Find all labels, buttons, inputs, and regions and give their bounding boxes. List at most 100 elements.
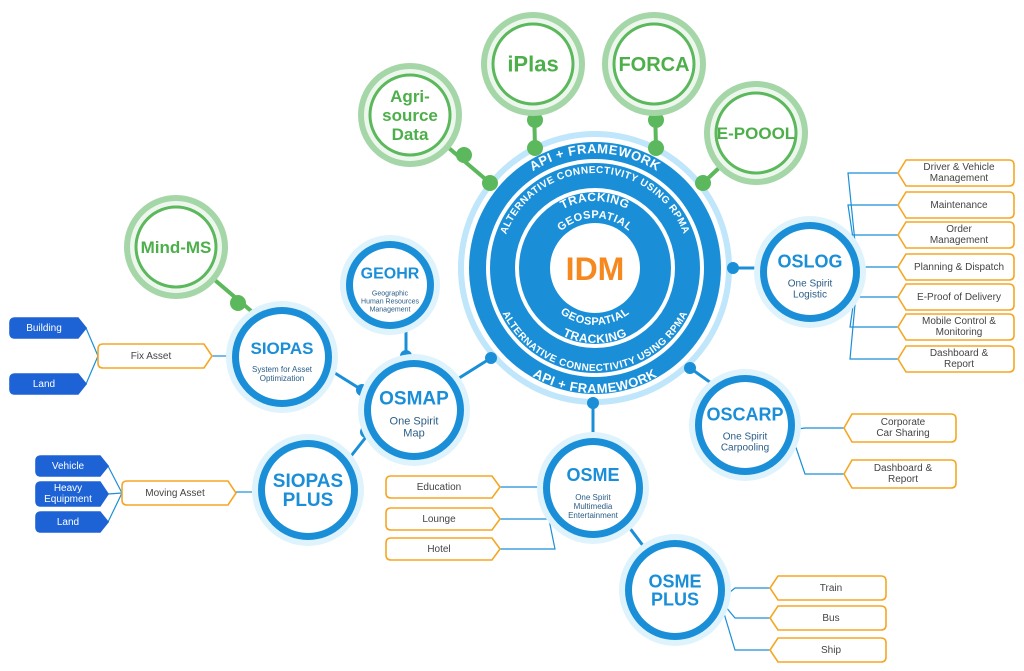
oslog-item-tag — [897, 221, 1015, 249]
blue-node-face-osme — [550, 445, 636, 531]
oslog-item-label: Mobile Control & Monitoring — [922, 316, 996, 338]
blue-node-face-osme_plus — [632, 547, 718, 633]
fix-asset-item-label: Building — [26, 322, 62, 334]
green-anchor-dot — [482, 175, 498, 191]
blue-node-face-oscarp — [702, 382, 788, 468]
oslog-item-tag — [897, 253, 1015, 281]
oslog-item-label: E-Proof of Delivery — [917, 291, 1001, 303]
blue-node-title-geohr: GEOHR — [361, 266, 420, 283]
fix-asset-item-connector — [85, 327, 99, 357]
blue-node-face-osmap — [371, 367, 457, 453]
moving-asset-item-label: Heavy Equipment — [44, 483, 92, 505]
moving-asset-item-connector — [107, 492, 123, 495]
green-node-agri — [368, 73, 452, 157]
osme-plus-item-label: Ship — [820, 644, 841, 656]
moving-asset-item-label: Vehicle — [51, 460, 85, 472]
blue-node-sub-line: Management — [370, 307, 411, 314]
core-joint-osme — [587, 397, 599, 409]
green-node-mindms — [134, 205, 218, 289]
osme-plus-item-tag — [769, 575, 887, 601]
oscarp-item-label: Corporate Car Sharing — [876, 417, 930, 439]
blue-node-title-osme: OSME — [566, 465, 619, 485]
moving-asset-item-tag — [35, 511, 110, 533]
fix-asset-item-connector — [85, 355, 99, 385]
oslog-item-label: Dashboard & Report — [929, 348, 989, 370]
osme-item-label: Hotel — [427, 543, 451, 555]
blue-node-title-line: OSME — [566, 465, 619, 485]
ring-inner1-label-bottom: TRACKING — [561, 325, 629, 346]
blue-node-face-geohr — [353, 248, 427, 322]
green-node-line: Mind-MS — [141, 238, 212, 257]
osme-plus-item-tag — [769, 637, 887, 663]
blue-node-sub-line: Geographic — [372, 291, 409, 298]
blue-node-title-line: OSCARP — [706, 404, 783, 424]
blue-node-sub-line: Human Resources — [361, 299, 419, 306]
green-node-label-mindms: Mind-MS — [141, 238, 212, 257]
green-node-iplas — [491, 22, 575, 106]
osme-plus-item-tag — [769, 605, 887, 631]
blue-node-sub-line: System for Asset — [252, 365, 313, 374]
core-joint-oslog — [727, 262, 739, 274]
blue-node-title-osmap: OSMAP — [379, 389, 449, 410]
green-node-label-epoool: E-POOOL — [717, 124, 795, 143]
blue-node-sub-line: Logistic — [793, 289, 827, 300]
green-joint-dot — [527, 112, 543, 128]
green-node-line: Agri- — [390, 87, 430, 106]
osme-item-tag — [385, 537, 501, 561]
fix-asset-item-label: Land — [32, 378, 56, 390]
green-node-line: iPlas — [507, 52, 558, 77]
osme-item-tag — [385, 475, 501, 499]
blue-node-sub-line: Carpooling — [721, 442, 769, 453]
moving-asset-label: Moving Asset — [145, 487, 205, 499]
blue-node-title-line: OSMAP — [379, 389, 449, 410]
oslog-item-label: Order Management — [929, 224, 989, 246]
core-joint-oscarp — [684, 362, 696, 374]
green-anchor-dot — [695, 175, 711, 191]
blue-node-title-line: GEOHR — [361, 266, 420, 283]
oslog-item-label: Driver & Vehicle Management — [923, 162, 995, 184]
fix-asset-item-tag — [9, 373, 88, 395]
fix-asset-label: Fix Asset — [130, 350, 172, 362]
green-node-label-iplas: iPlas — [507, 52, 558, 77]
oslog-item-tag — [897, 191, 1015, 219]
blue-node-title-line: SIOPAS — [251, 339, 314, 358]
osme-plus-item-label: Train — [819, 582, 843, 594]
moving-asset-item-label: Land — [56, 516, 80, 528]
osme-item-label: Education — [416, 481, 462, 493]
blue-node-sub-line: One Spirit — [788, 278, 833, 289]
osme-item-tag — [385, 507, 501, 531]
fix-asset-item-tag — [9, 317, 88, 339]
green-anchor-dot — [527, 140, 543, 156]
blue-node-sub-line: Multimedia — [574, 502, 613, 511]
oslog-item-tag — [897, 345, 1015, 373]
blue-node-title-line: PLUS — [283, 490, 334, 511]
blue-node-sub-line: One Spirit — [390, 416, 439, 428]
green-anchor-dot — [648, 140, 664, 156]
green-node-epoool — [714, 91, 798, 175]
blue-node-title-line: OSME — [648, 571, 701, 591]
ring-inner1-label-bottom-path: TRACKING — [561, 325, 628, 346]
oslog-item-tag — [897, 313, 1015, 341]
blue-node-sub-line: One Spirit — [723, 431, 768, 442]
blue-node-sub-line: Optimization — [260, 374, 304, 383]
green-node-line: FORCA — [618, 54, 689, 76]
blue-node-title-line: OSLOG — [777, 251, 842, 271]
green-node-forca — [612, 22, 696, 106]
blue-node-face-siopas — [239, 314, 325, 400]
blue-node-title-line: PLUS — [651, 589, 699, 609]
green-joint-dot — [456, 147, 472, 163]
moving-asset-tag — [121, 480, 237, 506]
green-node-line: Data — [392, 125, 429, 144]
oscarp-item-tag — [843, 413, 957, 443]
blue-node-title-siopas: SIOPAS — [251, 339, 314, 358]
core-center — [550, 223, 640, 313]
green-node-label-forca: FORCA — [618, 54, 689, 76]
oscarp-item-tag — [843, 459, 957, 489]
core-title: IDM — [566, 251, 625, 287]
